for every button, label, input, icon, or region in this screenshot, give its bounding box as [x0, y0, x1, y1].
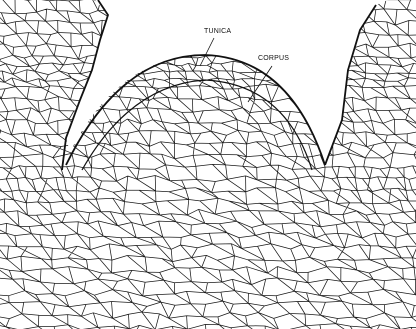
left-leaf-primordium-outline — [62, 0, 108, 170]
tunica-label: TUNICA — [204, 28, 231, 35]
corpus-label: CORPUS — [258, 55, 289, 62]
right-leaf-primordium-outline — [325, 5, 376, 165]
tunica-leader-line — [200, 38, 214, 66]
tunica-layer-line — [66, 55, 325, 165]
